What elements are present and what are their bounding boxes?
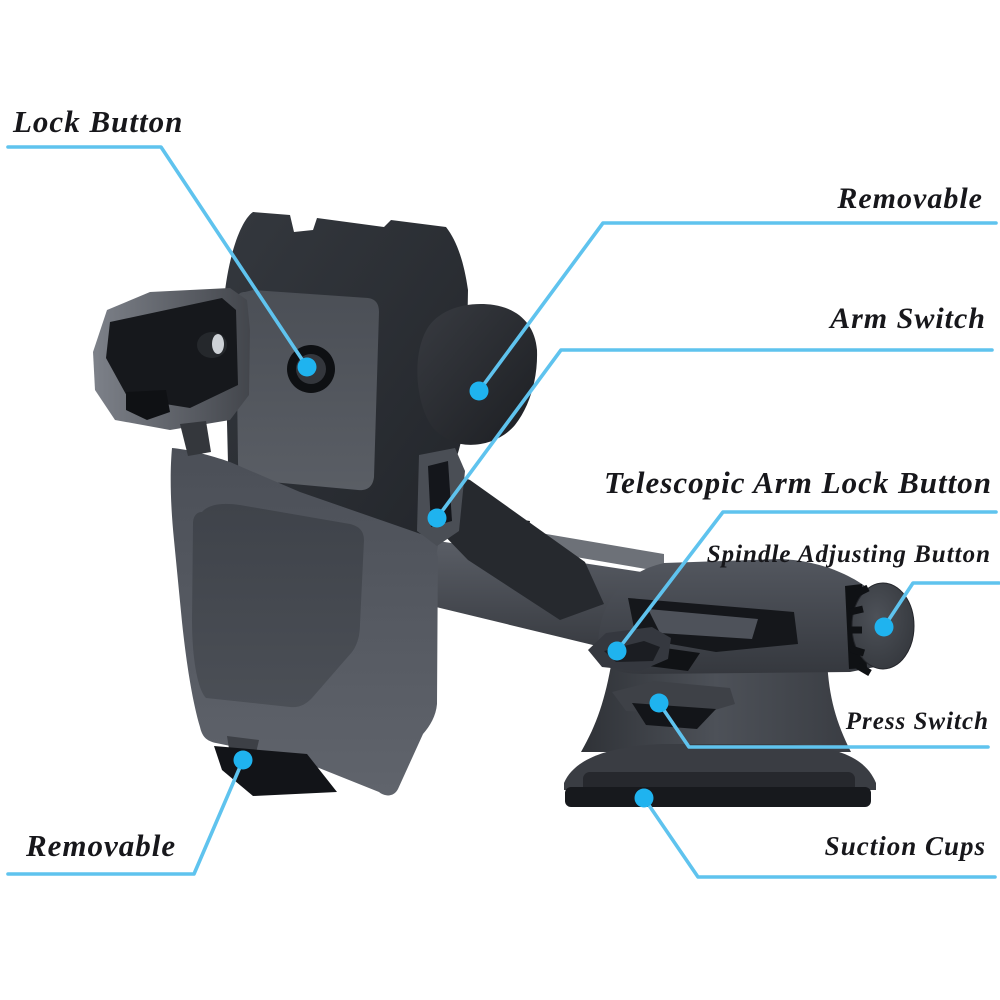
label-lock-button: Lock Button xyxy=(13,104,184,139)
label-removable-bottom-clamp: Removable xyxy=(26,828,177,863)
marker-removable-bottom xyxy=(233,750,253,770)
marker-suction-cups xyxy=(634,788,654,808)
leader-lines xyxy=(6,145,1000,879)
right-grip-arm xyxy=(417,304,538,445)
marker-press-switch xyxy=(649,693,669,713)
leader-telescopic-arm-lock-button xyxy=(615,510,998,653)
label-spindle-adjusting-button: Spindle Adjusting Button xyxy=(706,541,991,568)
label-removable-upper-arm: Removable xyxy=(837,182,983,215)
left-grip-peg-highlight xyxy=(212,334,224,354)
label-suction-cups: Suction Cups xyxy=(824,831,986,861)
marker-spindle-adjusting-button xyxy=(874,617,894,637)
label-telescopic-arm-lock-button: Telescopic Arm Lock Button xyxy=(604,465,992,500)
left-grip-lip xyxy=(126,390,170,420)
marker-removable-top xyxy=(469,381,489,401)
leader-removable-top xyxy=(477,221,998,393)
marker-lock-button xyxy=(297,357,317,377)
leader-removable-bottom xyxy=(6,758,245,876)
leader-lock-button xyxy=(6,145,309,369)
left-grip-hook xyxy=(180,421,211,456)
leader-press-switch xyxy=(657,701,990,749)
label-press-switch: Press Switch xyxy=(845,708,989,735)
spindle-teeth xyxy=(848,584,872,677)
marker-telescopic-arm-lock-button xyxy=(607,641,627,661)
marker-arm-switch xyxy=(427,508,447,528)
leader-spindle-adjusting-button xyxy=(882,581,1000,629)
holder-lower-panel xyxy=(192,503,364,708)
leader-suction-cups xyxy=(642,796,997,879)
support-bracket xyxy=(437,468,604,620)
leader-arm-switch xyxy=(435,348,994,520)
suction-plate-lower xyxy=(565,787,871,807)
clamp-jaw xyxy=(648,609,758,639)
label-arm-switch: Arm Switch xyxy=(830,302,986,335)
left-grip-pad xyxy=(106,298,238,408)
